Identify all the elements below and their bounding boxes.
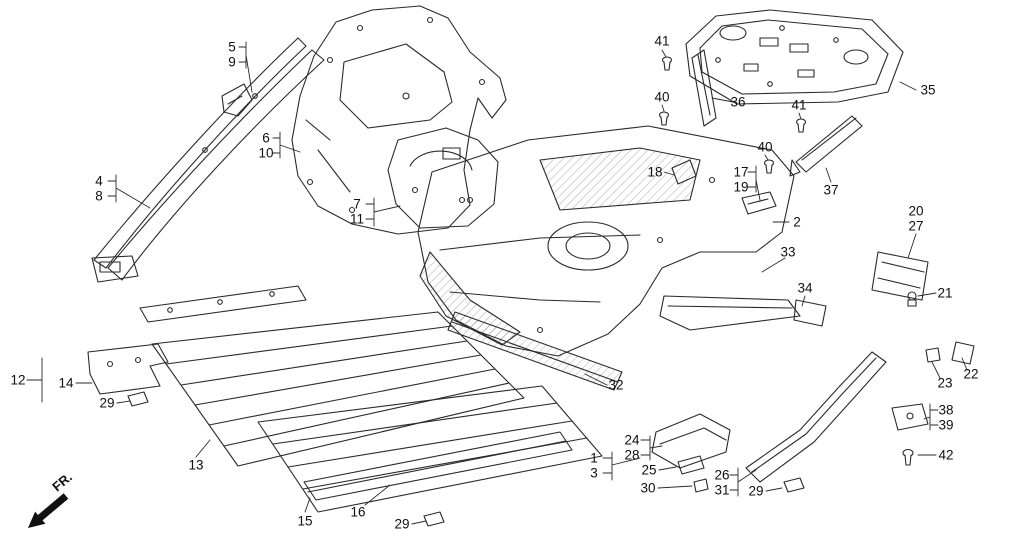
side-sill-member <box>447 311 623 391</box>
rear-side-frame-rail <box>745 351 887 483</box>
pillar-stiffener-parts <box>91 37 325 283</box>
rear-floor-panel <box>417 125 795 357</box>
wheelhouse-inner-panel <box>387 127 499 229</box>
bracket-17-19 <box>741 191 777 215</box>
bracket-18 <box>671 159 697 185</box>
rear-shelf-part <box>685 9 904 105</box>
bracket-22 <box>951 341 975 365</box>
clip-29-bottom <box>423 511 445 527</box>
clip-21 <box>907 291 917 307</box>
rear-bulkhead-bar-36 <box>691 49 717 127</box>
outrigger-20-27 <box>871 251 929 301</box>
fr-label: FR. <box>49 469 75 494</box>
bracket-38-39 <box>891 403 929 431</box>
clip-23 <box>925 347 941 363</box>
bolt-icons <box>658 56 914 466</box>
rear-bulkhead-bar-37 <box>789 115 863 177</box>
bracket-34 <box>793 299 827 327</box>
crossmember-16 <box>303 431 573 501</box>
leader-lines <box>26 41 968 525</box>
side-body-inner-panel <box>291 5 507 235</box>
front-side-frame-14 <box>87 343 169 395</box>
middle-crossmember-cluster <box>651 413 731 493</box>
front-floor-panel <box>139 285 525 467</box>
rear-crossmember <box>659 295 801 331</box>
fr-direction-arrow: FR. <box>28 469 75 528</box>
clip-29-right <box>783 477 805 493</box>
clip-29-left <box>127 391 149 407</box>
